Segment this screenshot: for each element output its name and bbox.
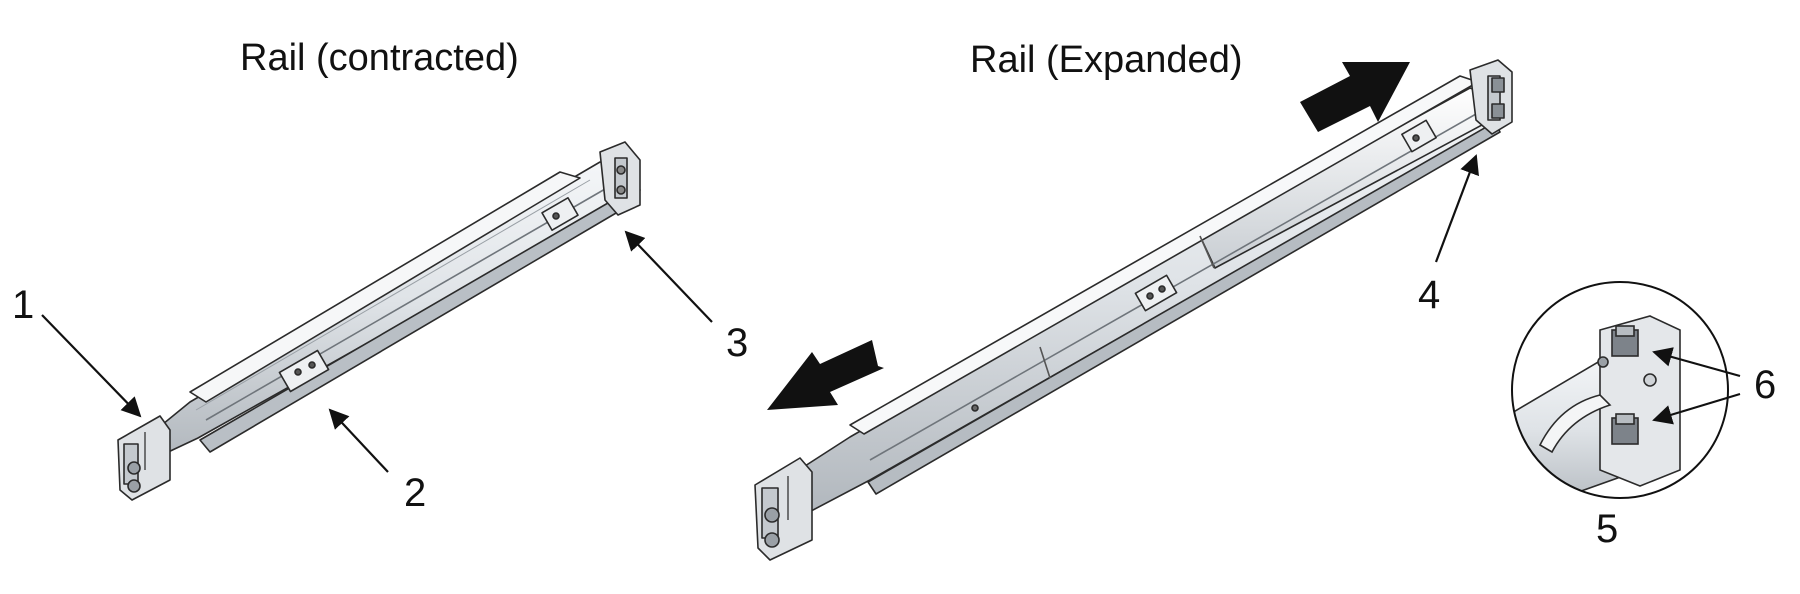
callout-6: 6 <box>1754 363 1776 407</box>
title-expanded: Rail (Expanded) <box>970 39 1242 81</box>
callout-3: 3 <box>726 321 748 365</box>
leader-3 <box>624 230 713 323</box>
rail-contracted <box>117 141 641 501</box>
leader-6a <box>1652 347 1741 378</box>
callout-4: 4 <box>1418 273 1440 317</box>
callout-5: 5 <box>1596 507 1618 551</box>
leader-2 <box>328 408 389 473</box>
title-contracted: Rail (contracted) <box>240 37 519 79</box>
leader-6b <box>1652 392 1741 425</box>
leader-1 <box>41 314 142 418</box>
callout-1: 1 <box>12 283 34 327</box>
rail-expanded <box>754 59 1513 561</box>
detail-callout <box>1511 281 1729 499</box>
callout-2: 2 <box>404 471 426 515</box>
leader-4 <box>1434 154 1479 263</box>
expand-arrow-rear-icon <box>1300 62 1410 132</box>
leader-lines <box>41 154 1741 473</box>
expand-arrow-front-icon-shape <box>767 340 884 410</box>
